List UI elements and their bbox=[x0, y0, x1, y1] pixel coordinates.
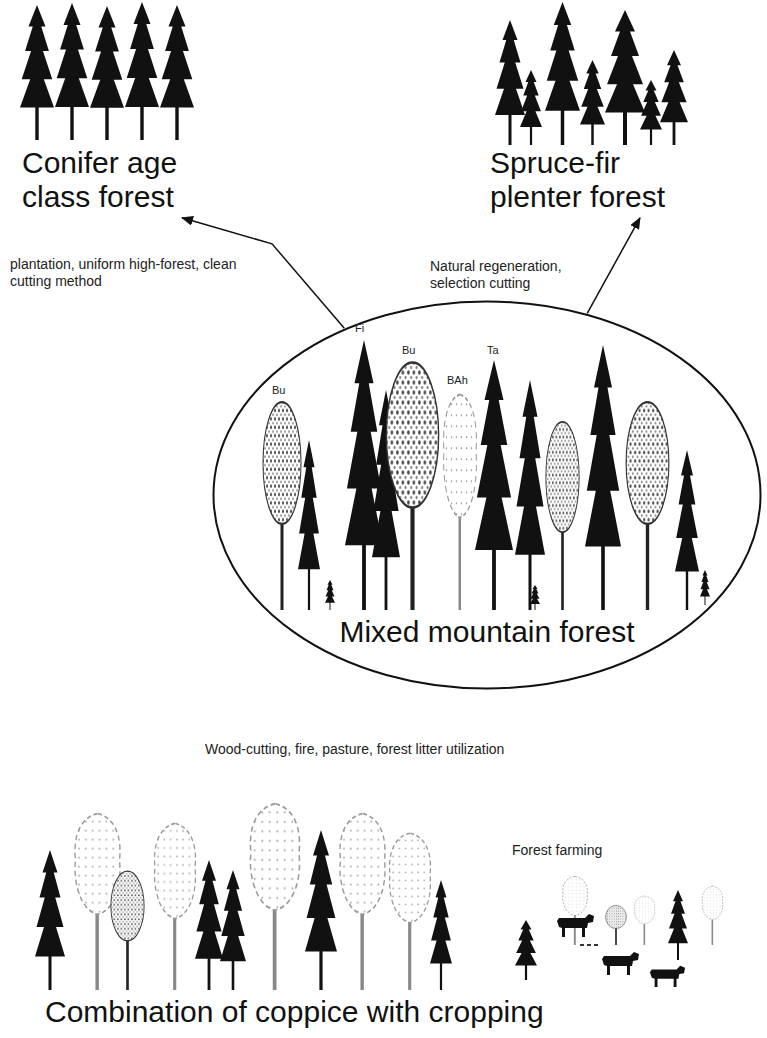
forest-type-box: Spruce-fir plenter forest bbox=[490, 146, 710, 214]
edge-label: Natural regeneration, selection cutting bbox=[430, 258, 580, 292]
forest-type-name: Spruce-fir plenter forest bbox=[490, 146, 710, 214]
species-abbreviation: Bu bbox=[402, 344, 415, 357]
forest-type-name: Conifer age class forest bbox=[22, 146, 222, 214]
species-abbreviation: BAh bbox=[447, 374, 468, 387]
forest-type-box: Combination of coppice with cropping bbox=[45, 995, 544, 1029]
species-abbreviation: Ta bbox=[487, 344, 499, 357]
annotation-text: Wood-cutting, fire, pasture, forest litt… bbox=[205, 741, 504, 758]
transition-arrow bbox=[587, 218, 640, 314]
transition-arrow bbox=[182, 218, 344, 328]
forest-type-name: Combination of coppice with cropping bbox=[45, 995, 544, 1029]
ellipse-region: Mixed mountain forest bbox=[212, 300, 762, 690]
species-abbreviation: Bu bbox=[272, 384, 285, 397]
forest-type-name: Mixed mountain forest bbox=[212, 615, 762, 649]
annotation-text: Forest farming bbox=[512, 842, 602, 859]
edge-label: plantation, uniform high-forest, clean c… bbox=[10, 256, 250, 290]
forest-type-box: Conifer age class forest bbox=[22, 146, 222, 214]
species-abbreviation: Fi bbox=[355, 322, 364, 335]
